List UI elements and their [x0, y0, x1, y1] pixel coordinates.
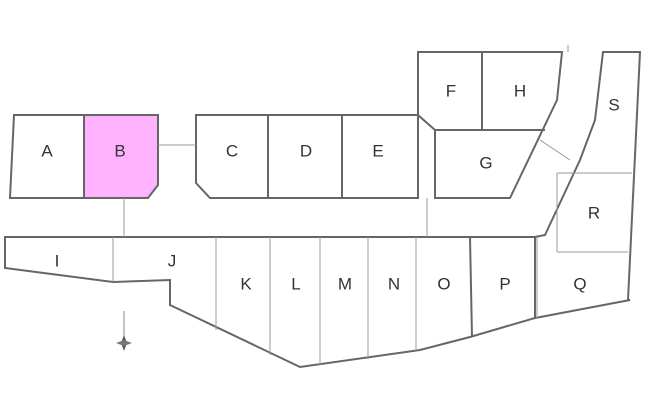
lot-label-S: S — [608, 95, 619, 114]
lot-label-I: I — [55, 251, 60, 270]
lot-B-fill[interactable] — [84, 115, 158, 198]
block-cde-outline — [195, 114, 419, 199]
compass-icon — [116, 311, 132, 351]
lot-label-L: L — [291, 274, 300, 293]
block-fhg-outline — [417, 51, 564, 199]
block-srq-outline — [534, 51, 642, 320]
lot-label-M: M — [338, 274, 352, 293]
lot-label-C: C — [226, 141, 238, 160]
road-dimension-line — [539, 139, 571, 161]
lot-divider — [469, 236, 473, 338]
lot-label-H: H — [514, 81, 526, 100]
block-south-outline — [4, 236, 536, 369]
lot-label-N: N — [388, 274, 400, 293]
lot-label-K: K — [240, 274, 252, 293]
lot-label-O: O — [437, 274, 450, 293]
lot-label-G: G — [479, 153, 492, 172]
lot-label-A: A — [41, 141, 53, 160]
block-ab-outline — [8, 114, 159, 199]
lot-label-Q: Q — [573, 274, 586, 293]
lot-label-B: B — [114, 141, 125, 160]
lot-label-P: P — [499, 274, 510, 293]
lot-label-R: R — [588, 203, 600, 222]
lot-label-E: E — [372, 141, 383, 160]
lot-label-D: D — [300, 141, 312, 160]
lot-label-J: J — [168, 251, 177, 270]
lot-label-F: F — [446, 81, 456, 100]
